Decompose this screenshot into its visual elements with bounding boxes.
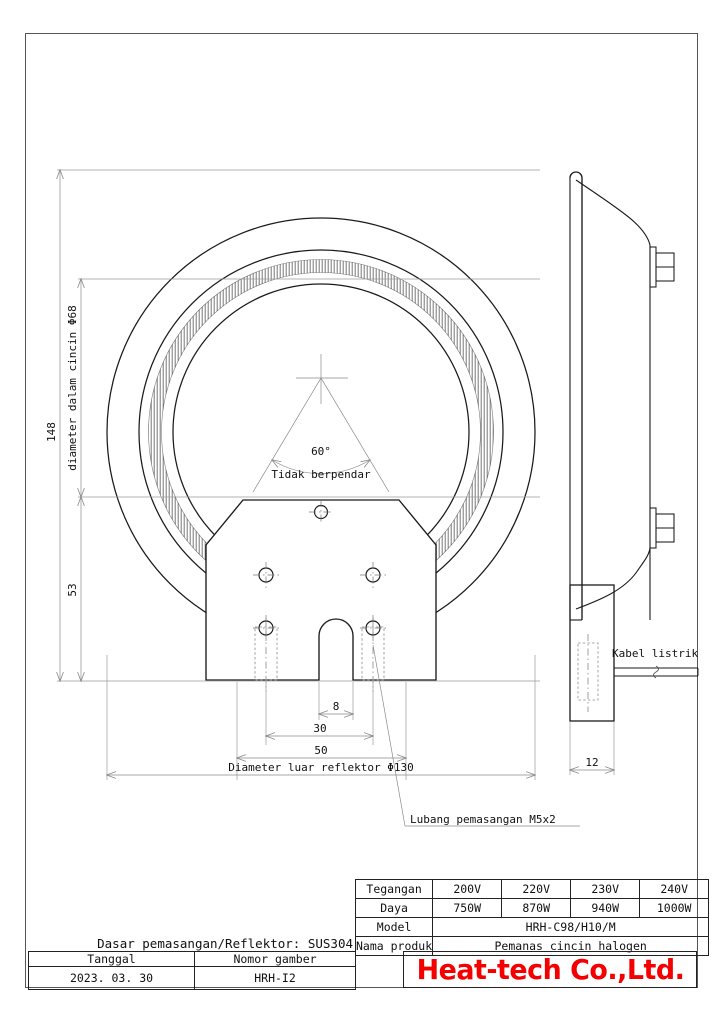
ring-center-mark xyxy=(296,354,348,404)
side-boss-bottom xyxy=(649,507,675,549)
spec-row-label: Daya xyxy=(354,898,434,918)
bracket-outline xyxy=(205,499,437,681)
dimension-30: 30 xyxy=(266,722,373,736)
spec-row-label: Tegangan xyxy=(354,879,434,899)
dimension-outer-diameter: Diameter luar reflektor Φ130 xyxy=(107,761,535,775)
table-row-model: Model HRH-C98/H10/M xyxy=(354,917,710,937)
reflector-outer-circle xyxy=(106,217,536,647)
number-value: HRH-I2 xyxy=(194,966,356,990)
spec-cell: 750W xyxy=(432,898,503,918)
dimension-148-label: 148 xyxy=(45,422,58,442)
spec-cell: 1000W xyxy=(639,898,710,918)
mounting-holes-label: Lubang pemasangan M5x2 xyxy=(410,813,556,826)
power-cable-label: Kabel listrik xyxy=(612,647,698,660)
bracket-hole-upper-left xyxy=(253,562,279,588)
material-note-wrap: Dasar pemasangan/Reflektor: SUS304 xyxy=(28,936,353,951)
mounting-hole-leader xyxy=(372,644,580,827)
side-rim-outer xyxy=(569,171,583,620)
dimension-30-label: 30 xyxy=(313,722,326,735)
bracket-bore-centerlines xyxy=(265,618,374,692)
no-glow-label: Tidak berpendar xyxy=(271,468,371,481)
model-label: Model xyxy=(354,917,434,937)
dimension-8: 8 xyxy=(319,700,353,714)
angle-label: 60° xyxy=(311,445,331,458)
bracket-hole-lower-left xyxy=(253,615,279,641)
material-note: Dasar pemasangan/Reflektor: SUS304 xyxy=(97,936,353,951)
date-value: 2023. 03. 30 xyxy=(28,966,195,990)
cable-break-symbol xyxy=(653,665,659,679)
bracket-hole-upper-right xyxy=(360,562,386,588)
spec-cell: 220V xyxy=(501,879,572,899)
company-logo: Heat-tech Co.,Ltd. xyxy=(403,951,697,988)
side-dish-lower-profile xyxy=(575,547,651,610)
company-name: Heat-tech Co.,Ltd. xyxy=(416,952,684,986)
drawing-frame xyxy=(25,33,698,988)
dimension-12-label: 12 xyxy=(585,756,598,769)
model-value: HRH-C98/H10/M xyxy=(432,917,710,937)
title-block-header-row: Tanggal Nomor gamber xyxy=(28,951,356,967)
table-row-power: Daya 750W 870W 940W 1000W xyxy=(354,898,710,918)
side-dish-upper-profile xyxy=(575,179,651,620)
dimension-inner-diameter: diameter dalam cincin Φ68 xyxy=(66,279,81,497)
dimension-53-label: 53 xyxy=(66,583,79,596)
spec-cell: 200V xyxy=(432,879,503,899)
number-header: Nomor gamber xyxy=(194,951,356,967)
mounting-bracket xyxy=(205,499,437,692)
side-boss-top xyxy=(649,246,675,288)
table-row-voltage: Tegangan 200V 220V 230V 240V xyxy=(354,879,710,899)
product-label: Nama produk xyxy=(354,936,434,956)
specification-table: Tegangan 200V 220V 230V 240V Daya 750W 8… xyxy=(354,879,710,956)
no-glow-sector xyxy=(252,377,390,493)
spec-cell: 870W xyxy=(501,898,572,918)
dimension-50-label: 50 xyxy=(314,744,327,757)
dimension-53: 53 xyxy=(66,497,81,681)
dimension-8-label: 8 xyxy=(333,700,340,713)
bracket-hole-top xyxy=(309,500,333,524)
spec-cell: 230V xyxy=(570,879,641,899)
side-bracket-hidden-bore xyxy=(577,642,599,701)
side-view: 12 xyxy=(569,171,699,775)
bracket-hole-lower-right xyxy=(360,615,386,641)
spec-cell: 240V xyxy=(639,879,710,899)
dimension-12: 12 xyxy=(570,756,614,770)
date-header: Tanggal xyxy=(28,951,195,967)
dimension-148: 148 xyxy=(45,170,60,681)
front-view-extension-lines xyxy=(57,169,540,682)
side-thickness-extension-lines xyxy=(569,722,615,775)
inner-diameter-label: diameter dalam cincin Φ68 xyxy=(66,305,79,471)
title-block-left: Tanggal Nomor gamber 2023. 03. 30 HRH-I2 xyxy=(28,951,356,990)
spec-cell: 940W xyxy=(570,898,641,918)
bottom-extension-lines xyxy=(106,655,536,780)
power-cable xyxy=(614,665,699,679)
outer-diameter-label: Diameter luar reflektor Φ130 xyxy=(228,761,413,774)
dimension-50: 50 xyxy=(237,744,406,758)
side-bracket-block xyxy=(569,584,615,722)
title-block-value-row: 2023. 03. 30 HRH-I2 xyxy=(28,966,356,990)
